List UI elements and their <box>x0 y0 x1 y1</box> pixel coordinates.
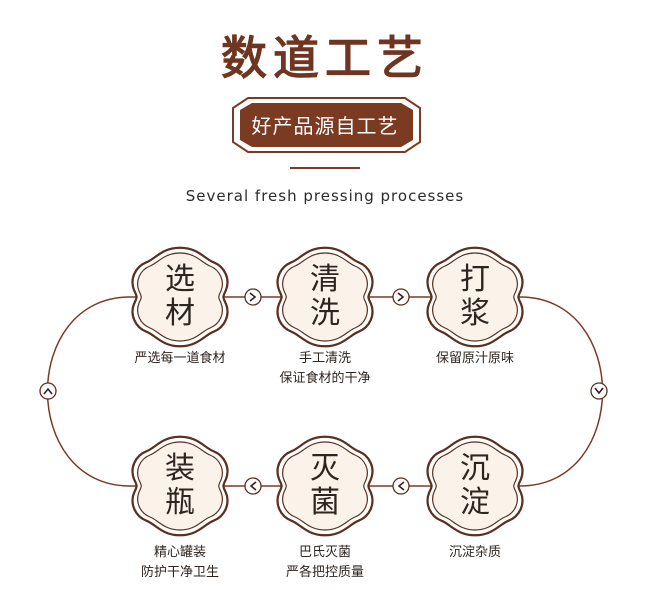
step-label-1: 选材 <box>165 262 195 331</box>
loop-line <box>46 296 604 487</box>
arrow-left-icon <box>244 477 262 495</box>
step-label-5: 灭菌 <box>310 451 340 520</box>
step-label-3: 打浆 <box>460 262 490 331</box>
step-desc-5: 巴氏灭菌 严各把控质量 <box>285 545 364 580</box>
step-desc-3: 保留原汁原味 <box>435 351 514 366</box>
subtitle: Several fresh pressing processes <box>185 187 465 205</box>
arrow-left-icon <box>392 477 410 495</box>
arrow-down-icon <box>590 382 608 400</box>
arrow-up-icon <box>39 382 57 400</box>
badge-shape <box>232 97 421 169</box>
arrow-right-icon <box>244 288 262 306</box>
step-desc-1: 严选每一道食材 <box>134 351 226 366</box>
page-title: 数道工艺 <box>221 31 429 85</box>
step-label-2: 清洗 <box>310 262 340 331</box>
step-label-6: 装瓶 <box>165 451 195 520</box>
step-desc-6: 精心罐装 防护干净卫生 <box>140 545 219 580</box>
step-label-4: 沉淀 <box>460 451 490 520</box>
arrow-right-icon <box>392 288 410 306</box>
title-badge <box>0 0 650 200</box>
badge-text: 好产品源自工艺 <box>251 114 399 138</box>
step-desc-2: 手工清洗 保证食材的干净 <box>279 351 371 386</box>
step-desc-4: 沉淀杂质 <box>448 545 501 560</box>
